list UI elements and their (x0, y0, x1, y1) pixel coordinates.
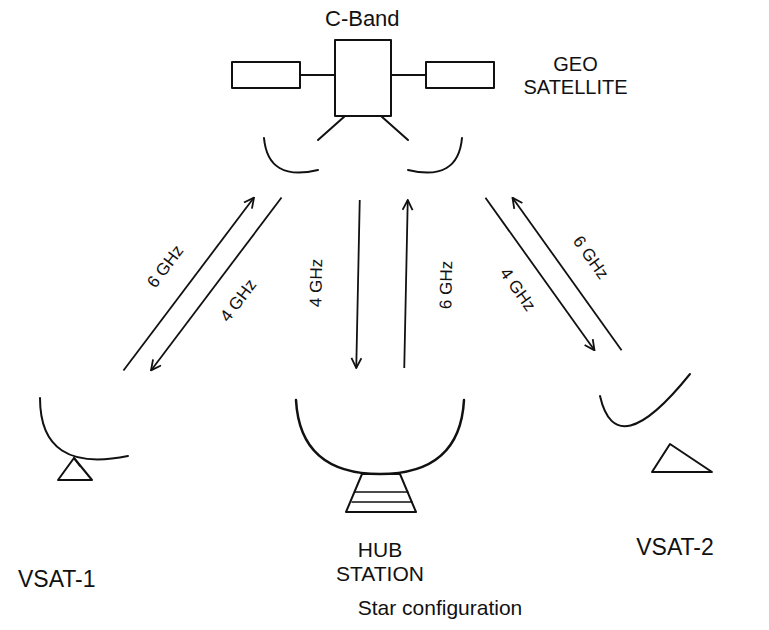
frequency-label: 4 GHz (307, 257, 327, 310)
frequency-label: 6 GHz (143, 241, 189, 294)
antenna-arm (381, 116, 408, 140)
antenna-arm (318, 116, 345, 140)
vsat-1-drawing (40, 398, 128, 480)
vsat-station: VSAT-2 (590, 360, 760, 560)
satellite-drawing (232, 40, 494, 173)
signal-arrow (513, 198, 622, 350)
panel-arm (391, 74, 426, 76)
signal-arrow (356, 200, 360, 368)
station-label: VSAT-1 (15, 566, 99, 592)
dish-stand (58, 458, 92, 480)
frequency-label: 6 GHz (567, 231, 613, 284)
frequency-label: 4 GHz (215, 274, 261, 327)
caption: Star configuration (290, 596, 590, 620)
panel-arm (300, 74, 335, 76)
solar-panel (426, 62, 494, 88)
station-label: VSAT-2 (633, 534, 717, 560)
hub-base (346, 474, 416, 512)
satellite-label: GEO SATELLITE (510, 53, 641, 99)
dish-antenna (40, 398, 128, 459)
signal-arrow (123, 198, 254, 371)
dish-antenna (296, 400, 464, 474)
hub-station: HUB STATION (285, 380, 475, 586)
dish-feed (74, 458, 80, 466)
hub-base-line (355, 491, 408, 493)
vsat-station: VSAT-1 (15, 380, 145, 592)
hub-base-line (352, 501, 412, 503)
band-label: C-Band (322, 6, 403, 31)
dish-antenna (600, 374, 690, 426)
vsat-2-drawing (600, 374, 712, 472)
solar-panel (232, 62, 300, 88)
satellite-antenna (264, 138, 318, 173)
satellite-antenna (408, 138, 462, 173)
signal-arrow (151, 198, 282, 371)
hub-drawing (296, 400, 464, 512)
frequency-label: 6 GHz (437, 259, 457, 312)
signal-arrow (404, 200, 408, 368)
station-label: HUB STATION (327, 538, 433, 586)
satellite-body (335, 40, 391, 116)
satellite: C-BandGEO SATELLITE (220, 2, 647, 188)
signal-arrow (485, 198, 594, 350)
frequency-label: 4 GHz (494, 264, 540, 317)
dish-stand (652, 444, 712, 472)
